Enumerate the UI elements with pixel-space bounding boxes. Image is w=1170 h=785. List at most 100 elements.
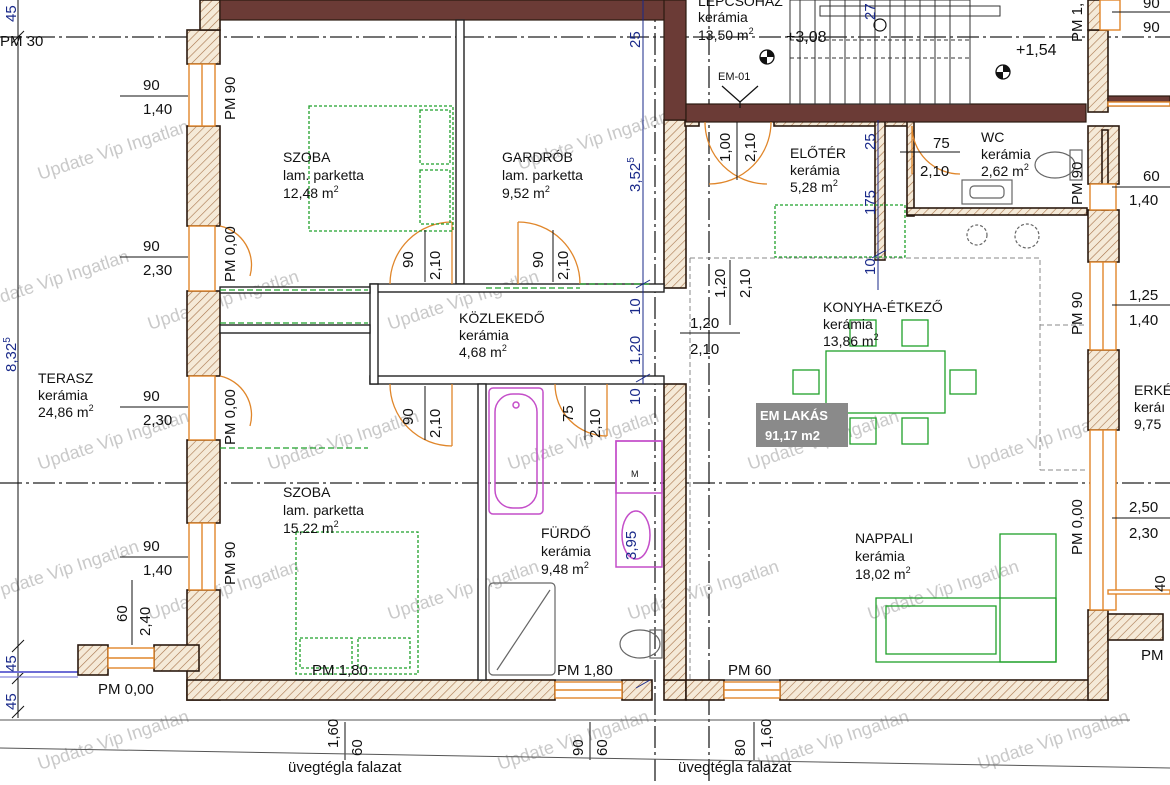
room-name: SZOBA xyxy=(283,149,331,165)
dim-text: 2,10 xyxy=(920,163,949,180)
kitchen-counter-outline xyxy=(689,257,1085,680)
partitions xyxy=(219,19,665,681)
dim-text: 60 xyxy=(349,739,366,756)
pm-label: PM 1, xyxy=(1069,3,1086,42)
room-eloter: ELŐTÉR kerámia 5,28 m2 xyxy=(790,145,846,195)
room-area: 24,86 m2 xyxy=(38,403,94,420)
dim-text: 2,30 xyxy=(143,412,172,429)
dim-text: 90 xyxy=(1143,0,1160,12)
room-furdo: FÜRDŐ kerámia 9,48 m2 xyxy=(541,524,591,577)
grey-fixtures xyxy=(488,149,1083,676)
level-marker-a xyxy=(759,49,775,65)
watermark: Update Vip Ingatlan xyxy=(35,706,191,774)
room-floor: kerámia xyxy=(541,543,591,559)
room-name: KÖZLEKEDŐ xyxy=(459,309,545,326)
watermark: Update Vip Ingatlan xyxy=(0,536,141,604)
room-floor: lam. parketta xyxy=(502,167,583,183)
dim-text: 75 xyxy=(560,405,577,422)
level-text: +3,08 xyxy=(786,29,827,46)
room-szoba-2: SZOBA lam. parketta 15,22 m2 xyxy=(283,484,364,536)
dim-text: 2,10 xyxy=(427,251,444,280)
pm-label: PM xyxy=(1141,647,1164,664)
dim-text: 1,25 xyxy=(1129,287,1158,304)
dining-table xyxy=(825,350,946,414)
dim-text: 45 xyxy=(3,5,20,22)
pm-labels: PM 30 PM 90 PM 0,00 PM 0,00 PM 90 PM 0,0… xyxy=(0,3,1164,698)
dim-text: 2,10 xyxy=(742,133,759,162)
room-floor: kerámia xyxy=(459,327,509,343)
dim-text: 27 xyxy=(862,3,879,20)
bed-1 xyxy=(308,105,454,232)
dim-text: 10 xyxy=(627,388,644,405)
dim-text: 2,10 xyxy=(737,269,754,298)
room-floor: kerámia xyxy=(981,146,1031,162)
pm-label: PM 30 xyxy=(0,33,43,50)
dim-text: 2,30 xyxy=(1129,525,1158,542)
dim-text: 90 xyxy=(143,538,160,555)
room-floor: keráı xyxy=(1134,399,1165,415)
room-area: 12,48 m2 xyxy=(283,184,339,201)
room-area: 13,50 m2 xyxy=(698,26,754,43)
room-name: ELŐTÉR xyxy=(790,145,846,161)
unit-area: 91,17 m2 xyxy=(765,428,820,443)
room-name: TERASZ xyxy=(38,370,94,386)
dim-text: 3,95 xyxy=(623,531,640,560)
level-marker-b xyxy=(995,64,1011,80)
watermark: Update Vip Ingatlan xyxy=(625,556,781,624)
em-label: EM-01 xyxy=(718,71,750,83)
room-nappali: NAPPALI kerámia 18,02 m2 xyxy=(855,530,913,582)
room-name: WC xyxy=(981,129,1004,145)
level-marker-c xyxy=(873,18,887,32)
watermark: Update Vip Ingatlan xyxy=(975,706,1131,774)
room-name: SZOBA xyxy=(283,484,331,500)
unit-name: EM LAKÁS xyxy=(760,408,828,423)
pm-label: PM 1,80 xyxy=(312,662,368,679)
dim-text: 1,40 xyxy=(143,101,172,118)
room-floor: lam. parketta xyxy=(283,167,364,183)
pm-label: PM 90 xyxy=(222,542,239,585)
wc-sink xyxy=(961,179,1013,205)
dim-text: 1,40 xyxy=(1129,312,1158,329)
pm-label: PM 0,00 xyxy=(98,681,154,698)
unit-badge: EM LAKÁS 91,17 m2 xyxy=(756,403,848,447)
shower xyxy=(488,582,556,676)
room-area: 9,52 m2 xyxy=(502,184,550,201)
pm-label: PM 0,00 xyxy=(1069,499,1086,555)
room-konyha: KONYHA-ÉTKEZŐ kerámia 13,86 m2 xyxy=(823,299,943,349)
pm-label: PM 90 xyxy=(1069,292,1086,335)
room-kozlekedo: KÖZLEKEDŐ kerámia 4,68 m2 xyxy=(459,309,545,360)
em-marker xyxy=(721,85,759,108)
dim-text: 1,40 xyxy=(1129,192,1158,209)
pm-label: PM 90 xyxy=(222,77,239,120)
dim-text: 90 xyxy=(530,251,547,268)
dim-text: 2,10 xyxy=(427,409,444,438)
dim-text: 80 xyxy=(732,739,749,756)
room-wc: WC kerámia 2,62 m2 xyxy=(981,129,1031,179)
dim-text: 90 xyxy=(1143,19,1160,36)
dim-text: 10 xyxy=(862,258,879,275)
dim-text: 40 xyxy=(1152,575,1169,592)
dim-text: 75 xyxy=(933,135,950,152)
room-floor: kerámia xyxy=(698,9,748,25)
dim-text: 25 xyxy=(862,133,879,150)
dim-text: 175 xyxy=(862,190,879,215)
dim-text: 90 xyxy=(400,408,417,425)
bed-2 xyxy=(295,531,419,675)
room-terasz: TERASZ kerámia 24,86 m2 xyxy=(38,370,94,420)
dim-text: 45 xyxy=(3,655,20,672)
dim-text: 10 xyxy=(627,298,644,315)
watermark: Update Vip Ingatlan xyxy=(35,116,191,184)
dim-text: 3,525 xyxy=(626,157,644,192)
room-name: GARDRÓB xyxy=(502,149,573,165)
dim-text: 25 xyxy=(627,31,644,48)
watermark: Update Vip Ingatlan xyxy=(0,246,131,314)
room-gardrob: GARDRÓB lam. parketta 9,52 m2 xyxy=(502,149,583,201)
room-name: LÉPCSŐHÁZ xyxy=(698,0,783,9)
blue-dimension-texts: 25 3,525 8,325 10 1,20 10 25 175 10 3,95… xyxy=(2,3,879,710)
pm-label: PM 90 xyxy=(1069,162,1086,205)
bathroom-fixtures xyxy=(488,387,663,568)
room-lepcsohaz: LÉPCSŐHÁZ kerámia 13,50 m2 xyxy=(698,0,783,43)
window-dimension-texts: 90 1,40 90 2,30 90 2,30 90 1,40 60 2,40 … xyxy=(114,0,1169,636)
